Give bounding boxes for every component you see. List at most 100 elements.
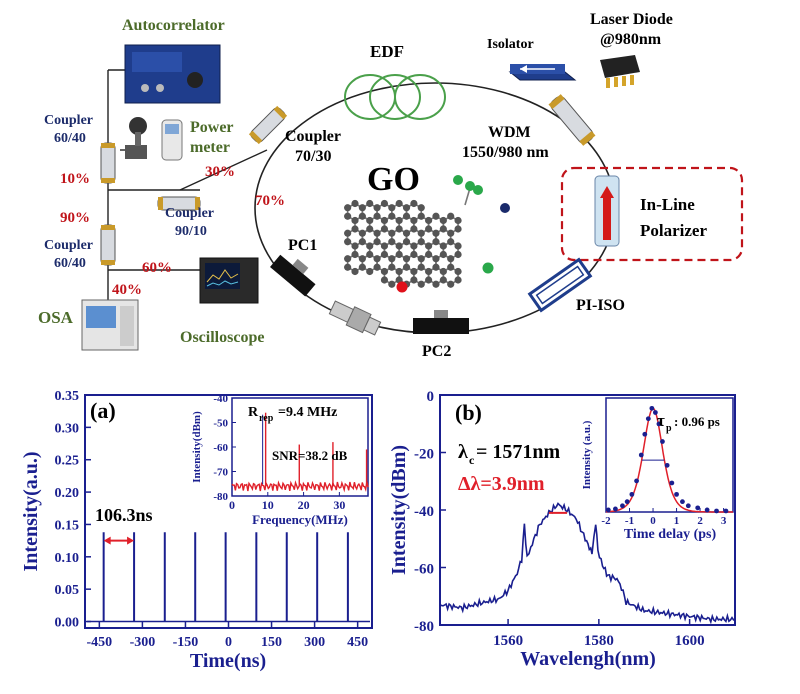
go-atom	[351, 267, 359, 276]
inset-b-data-point	[613, 506, 618, 512]
inset-b-data-point	[629, 491, 635, 497]
go-atom	[373, 212, 381, 220]
go-blue-atom	[500, 203, 510, 213]
go-atom	[395, 225, 403, 233]
go-atom	[395, 216, 403, 225]
edf-coil-icon	[344, 74, 446, 120]
go-atom	[402, 263, 411, 271]
pct-70-label: 70%	[255, 193, 285, 209]
go-atom	[358, 229, 366, 237]
y-tick-label-a: 0.20	[55, 486, 80, 501]
x-tick-label-a: 150	[261, 635, 282, 650]
go-atom	[366, 199, 374, 208]
setup-diagram: Autocorrelator EDF Isolator Laser Diode …	[38, 11, 744, 360]
go-atom	[351, 250, 359, 259]
center-wavelength-sub: c	[469, 453, 475, 467]
inset-b-data-point	[660, 439, 665, 444]
inset-a-y-label: Intensity(dBm)	[191, 411, 203, 483]
power-meter-icon	[125, 117, 183, 161]
y-tick-label-b: -80	[414, 619, 434, 635]
go-atom	[351, 199, 359, 208]
x-tick-label-a: 0	[225, 635, 232, 650]
inset-b-tau-value: : 0.96 ps	[674, 414, 720, 429]
inset-b-data-point	[645, 416, 651, 422]
pi-iso-icon	[527, 257, 593, 313]
y-axis-label-b: Intensity(dBm)	[388, 445, 410, 575]
go-atom	[417, 255, 425, 263]
polarizer-label-1: In-Line	[640, 195, 695, 214]
autocorrelator-icon	[124, 44, 221, 104]
inset-b-data-point	[723, 508, 729, 514]
inset-b-data-point	[605, 507, 611, 513]
inset-a-x-tick-label: 10	[262, 498, 274, 512]
fiber-connector-icon	[328, 300, 382, 336]
inset-b-data-point	[664, 462, 670, 468]
go-red-atom	[396, 281, 408, 293]
y-tick-label-b: -60	[414, 562, 434, 578]
go-atom	[388, 255, 396, 263]
y-tick-label-b: 0	[427, 389, 435, 405]
pct-60-label: 60%	[142, 260, 172, 276]
x-tick-label-b: 1560	[493, 633, 523, 649]
go-atom	[417, 204, 425, 212]
go-atom	[366, 216, 374, 225]
go-molecule-icon	[344, 175, 510, 293]
go-atom	[344, 212, 352, 220]
go-atom	[402, 212, 411, 220]
annotation-a-arrowhead	[127, 536, 135, 545]
inset-b-data-point	[638, 452, 644, 458]
x-axis-label-b: Wavelengh(nm)	[520, 648, 656, 670]
inset-b-data-point	[652, 410, 658, 415]
y-tick-label-a: 0.05	[55, 583, 80, 598]
go-atom	[410, 216, 418, 225]
inset-b-data-point	[649, 405, 655, 411]
go-oxygen-atom	[453, 175, 463, 185]
go-atom	[447, 238, 455, 246]
y-tick-label-a: 0.25	[55, 454, 80, 469]
go-atom	[454, 267, 462, 276]
inset-a-y-tick-label: -70	[213, 467, 228, 479]
inset-b-data-point	[620, 503, 625, 509]
y-tick-label-b: -20	[414, 447, 434, 463]
go-oxygen-atom	[473, 185, 483, 195]
go-atom	[380, 216, 389, 225]
x-tick-label-b: 1580	[584, 633, 614, 649]
pct-90-label: 90%	[60, 210, 90, 226]
go-atom	[344, 263, 352, 271]
go-atom	[358, 255, 366, 263]
inset-b-data-point	[674, 491, 679, 497]
coupler-6040-bottom-icon	[100, 224, 116, 266]
y-axis-label-a: Intensity(a.u.)	[20, 451, 42, 571]
go-atom	[410, 225, 418, 233]
go-atom	[410, 276, 418, 284]
coupler-9010-label-2: 90/10	[175, 224, 207, 239]
annotation-a-text: 106.3ns	[95, 505, 153, 525]
y-tick-label-a: 0.00	[55, 616, 80, 631]
go-atom	[380, 276, 389, 284]
pct-40-label: 40%	[112, 282, 142, 298]
inset-b-data-point	[685, 503, 691, 509]
pct-30-label: 30%	[205, 164, 235, 180]
pc2-label: PC2	[422, 343, 451, 360]
go-atom	[454, 216, 462, 225]
laser-diode-label-2: @980nm	[600, 31, 662, 48]
inset-a-frame	[231, 397, 369, 497]
go-atom	[395, 267, 403, 276]
coupler-7030-label-2: 70/30	[295, 148, 331, 165]
osa-label: OSA	[38, 308, 74, 327]
go-atom	[395, 242, 403, 250]
annotation-a-arrowhead	[103, 536, 111, 545]
go-atom	[439, 216, 447, 225]
inset-a-rep-label: R	[248, 405, 259, 420]
coupler-6040-top-icon	[100, 142, 116, 184]
coupler-7030-icon	[248, 105, 288, 145]
go-atom	[417, 229, 425, 237]
go-atom	[432, 212, 440, 220]
go-atom	[432, 255, 440, 263]
inset-a-y-tick-label: -80	[213, 491, 228, 503]
inset-b-x-label: Time delay (ps)	[624, 527, 717, 542]
coupler-9010-label-1: Coupler	[165, 206, 214, 221]
pc2-icon	[413, 310, 469, 334]
oscilloscope-icon	[199, 257, 259, 304]
inset-b-data-point	[680, 499, 685, 505]
